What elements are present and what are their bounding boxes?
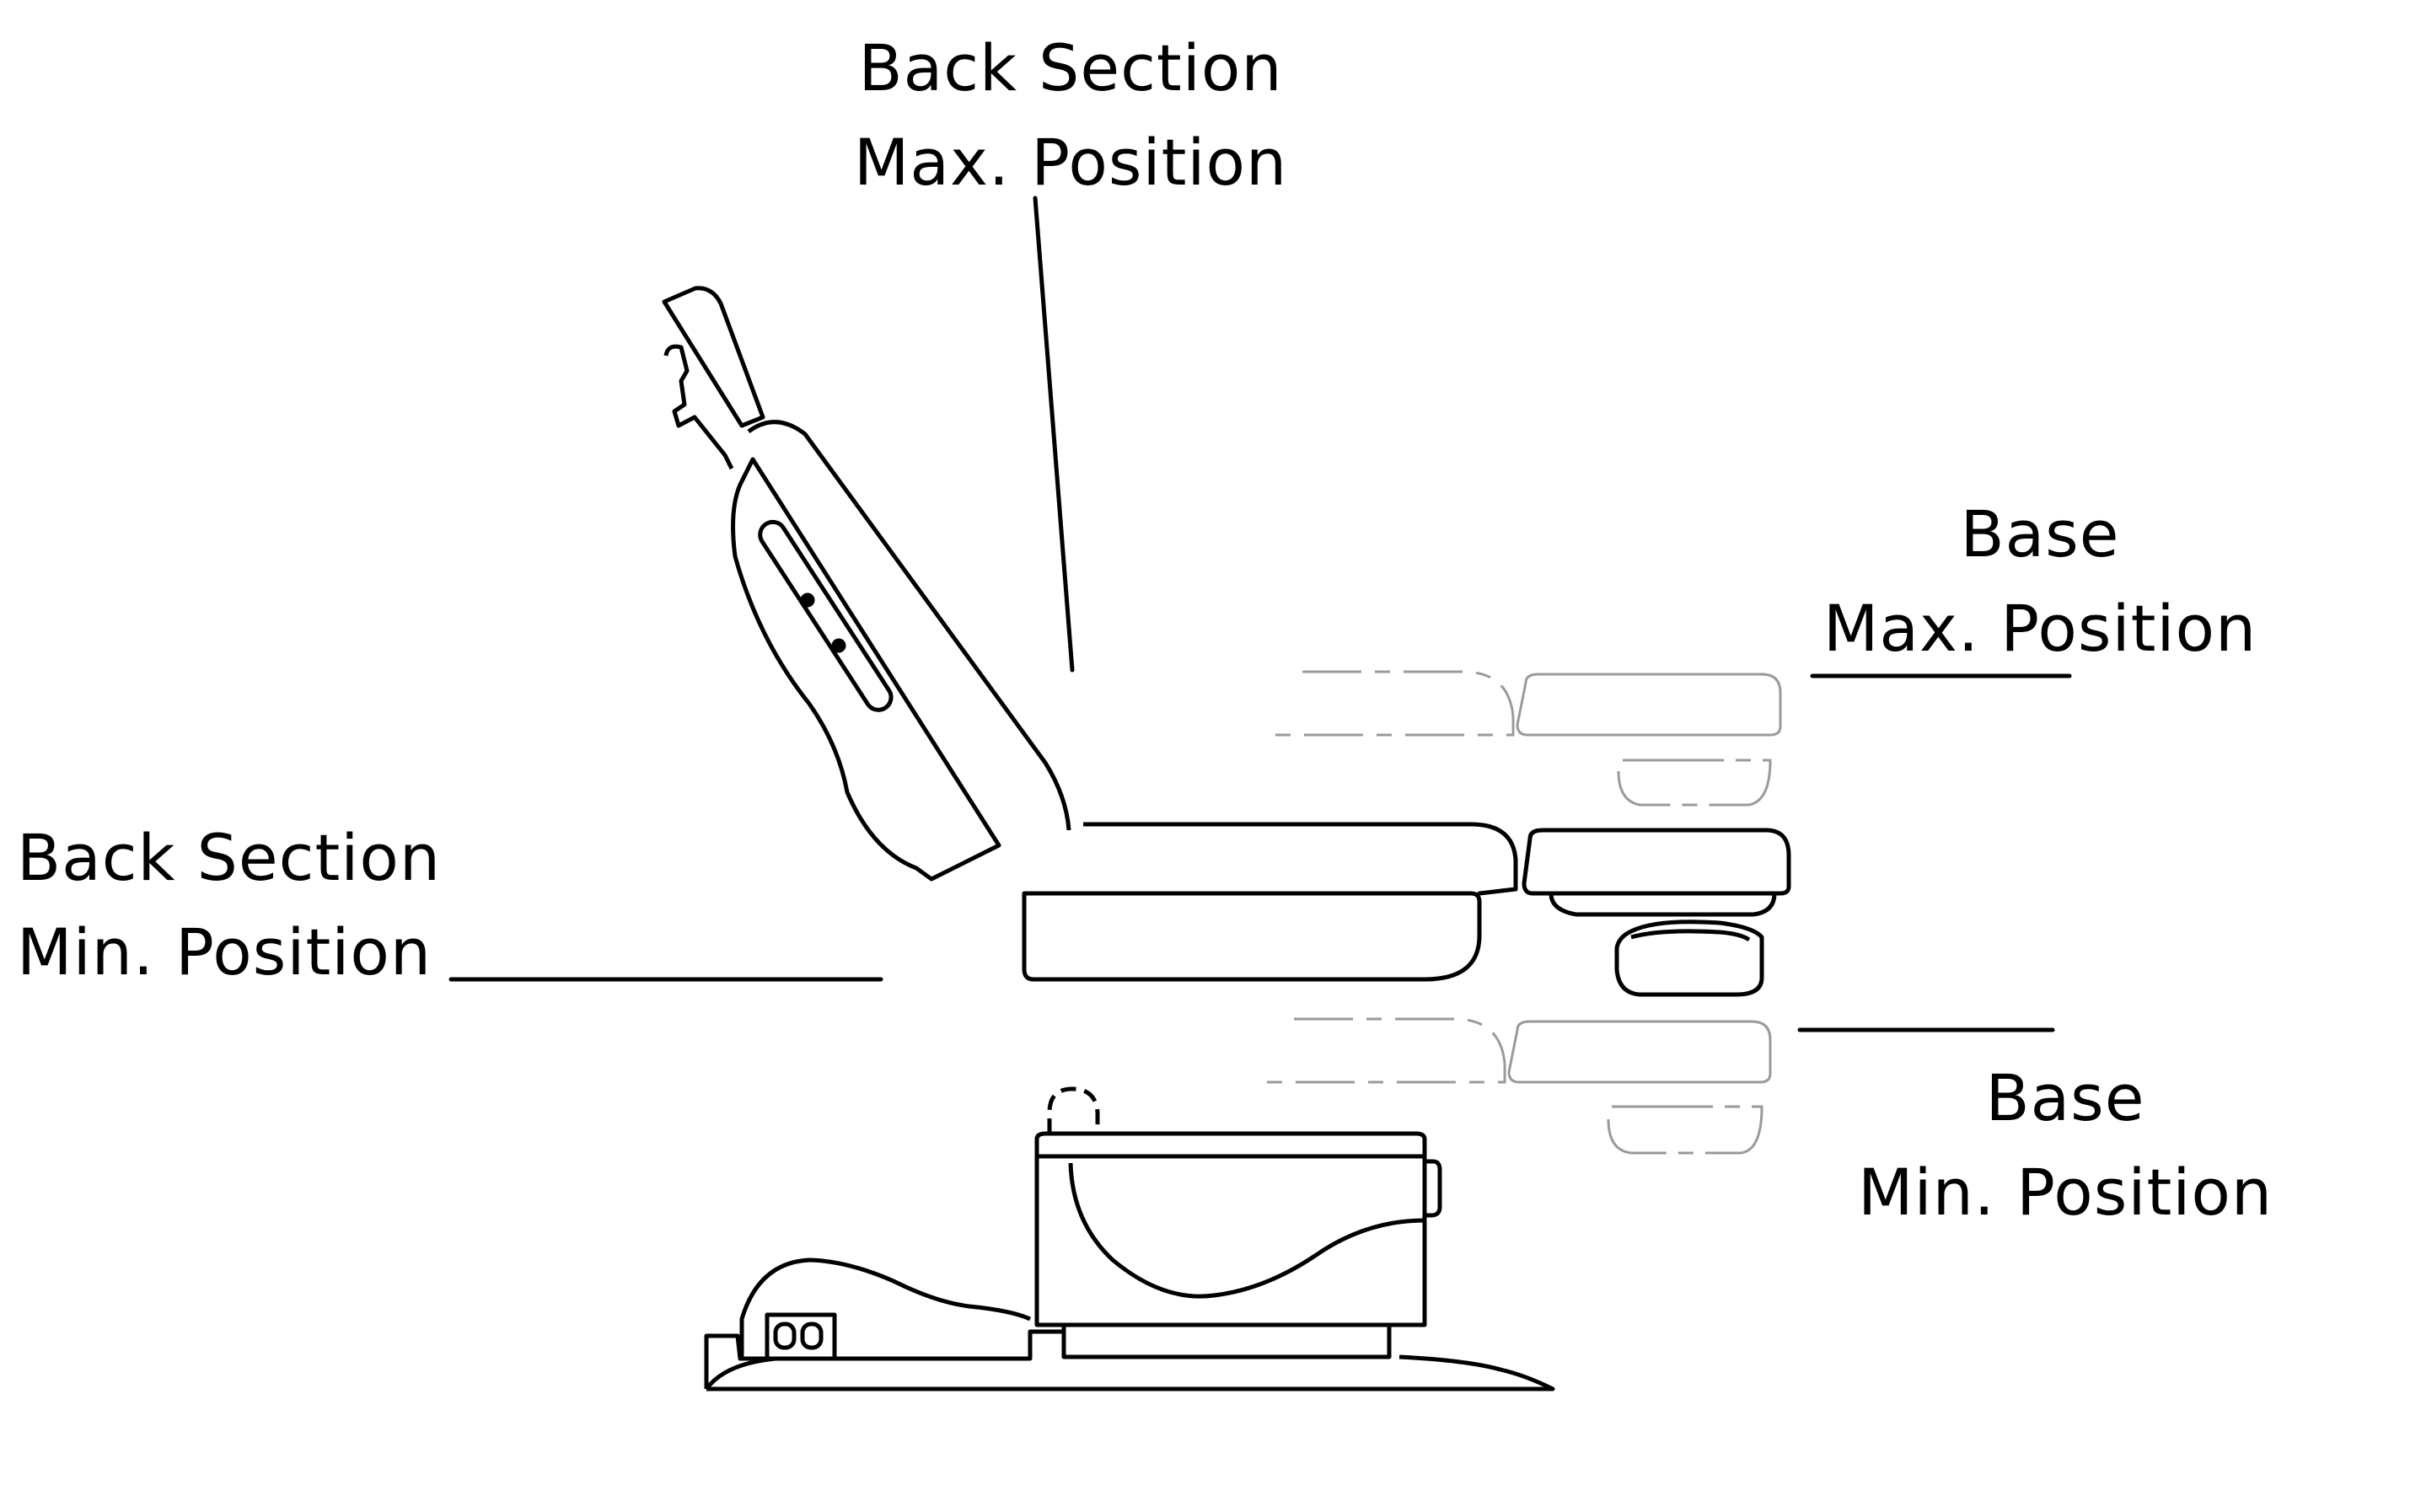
port-block: [765, 1312, 837, 1361]
label-base-max-line2: Max. Position: [1822, 591, 2257, 666]
pedestal-cap: [1047, 1086, 1100, 1134]
seat-ghost-max-position: [1273, 670, 1782, 807]
label-back-section-max: Back Section Max. Position: [809, 21, 1332, 210]
legrest-cushion: [1522, 828, 1791, 896]
port-1: [773, 1322, 797, 1350]
label-base-max-line1: Base: [1960, 496, 2120, 571]
seat-cushion: [1083, 822, 1518, 896]
rear-housing: [739, 1257, 1032, 1359]
floor-plate-bottom: [704, 1356, 776, 1391]
seat-ghost-min-position: [1264, 1017, 1772, 1155]
housing-foot: [1061, 1322, 1392, 1359]
backrest-cushion: [747, 420, 1071, 831]
label-back-min-line1: Back Section: [17, 820, 442, 895]
chair-pedestal: [704, 1086, 1555, 1391]
label-base-min-line1: Base: [1985, 1060, 2145, 1135]
housing-curve: [1068, 1162, 1425, 1299]
label-back-max-line1: Back Section: [858, 30, 1283, 105]
port-2: [800, 1322, 824, 1350]
backrest-shell: [731, 457, 1001, 882]
footrest-top: [1630, 929, 1751, 942]
label-back-section-min: Back Section Min. Position: [17, 811, 441, 1000]
label-base-min-line2: Min. Position: [1857, 1155, 2273, 1230]
label-base-max: Base Max. Position: [1796, 487, 2284, 676]
legrest-underside: [1549, 893, 1777, 917]
backrest-screw-1: [800, 592, 815, 608]
label-back-max-line2: Max. Position: [853, 125, 1288, 200]
backrest-slot: [758, 519, 894, 712]
floor-plate-base: [706, 1354, 1555, 1391]
housing-top: [1034, 1131, 1427, 1159]
backrest-screw-2: [831, 638, 846, 653]
leader-lines: [448, 196, 2072, 1032]
chair-seat-section: [1022, 822, 1791, 997]
label-base-min: Base Min. Position: [1821, 1051, 2310, 1240]
housing-side-panel: [1425, 1159, 1442, 1218]
headrest: [662, 286, 765, 428]
seat-base: [1022, 891, 1482, 982]
chair-back-section: [662, 286, 1071, 882]
leader-back-max: [1033, 196, 1075, 673]
footrest: [1614, 920, 1764, 997]
headrest-bracket: [663, 344, 734, 470]
label-back-min-line2: Min. Position: [17, 914, 432, 989]
